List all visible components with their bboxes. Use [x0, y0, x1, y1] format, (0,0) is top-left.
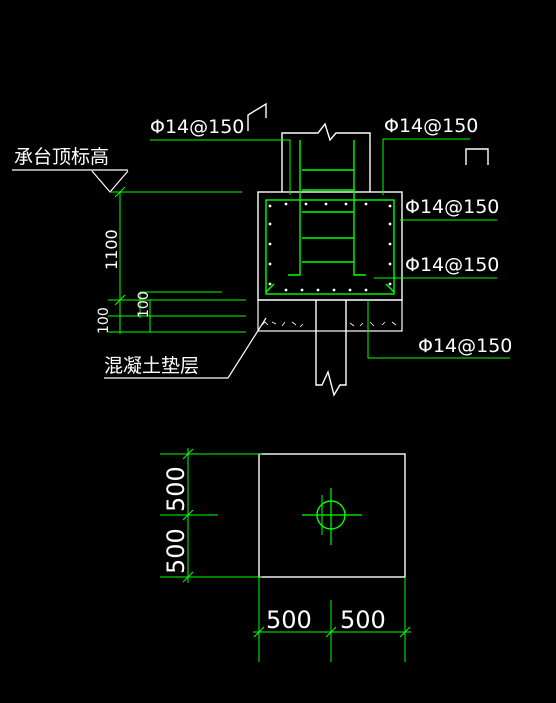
- rebar-label-top-right: Φ14@150: [384, 115, 478, 137]
- column-outline: [281, 122, 371, 192]
- plan-dim-left-top: 500: [162, 466, 190, 512]
- pile-cap-plan: 500 500 500 500: [160, 448, 411, 662]
- plan-left-dimension: [160, 448, 262, 583]
- dim-cover-label-1: 100: [136, 291, 152, 318]
- rebar-leaders: [150, 138, 510, 359]
- rebar-label-bottom-right: Φ14@150: [418, 335, 512, 357]
- dim-cover-label-2: 100: [96, 307, 112, 334]
- break-symbols: [247, 102, 489, 165]
- dim-height-label: 1100: [102, 229, 121, 270]
- rebar-label-right-lower: Φ14@150: [405, 254, 499, 276]
- cushion-leader: [104, 317, 267, 379]
- plan-dim-bottom-left: 500: [266, 606, 312, 634]
- cushion-label: 混凝土垫层: [104, 355, 199, 377]
- plan-dim-bottom-right: 500: [340, 606, 386, 634]
- rebar-label-right-upper: Φ14@150: [405, 196, 499, 218]
- elevation-marker: [12, 169, 242, 193]
- plan-cap-outline: [258, 453, 406, 578]
- cap-rebar: [265, 140, 395, 295]
- pile-center-mark: [302, 488, 362, 545]
- pile-outline: [315, 300, 347, 397]
- plan-dim-left-bottom: 500: [162, 528, 190, 574]
- concrete-cushion: [257, 299, 403, 332]
- rebar-label-top-left: Φ14@150: [150, 116, 244, 138]
- pile-cap-outline: [257, 191, 403, 301]
- vertical-dimension-lines: [108, 186, 246, 334]
- pile-cap-section: Φ14@150 Φ14@150 Φ14@150 Φ14@150 Φ14@150 …: [12, 102, 512, 397]
- elevation-label: 承台顶标高: [14, 146, 109, 168]
- rebar-dots: [268, 202, 392, 292]
- plan-bottom-dimension: [253, 577, 411, 662]
